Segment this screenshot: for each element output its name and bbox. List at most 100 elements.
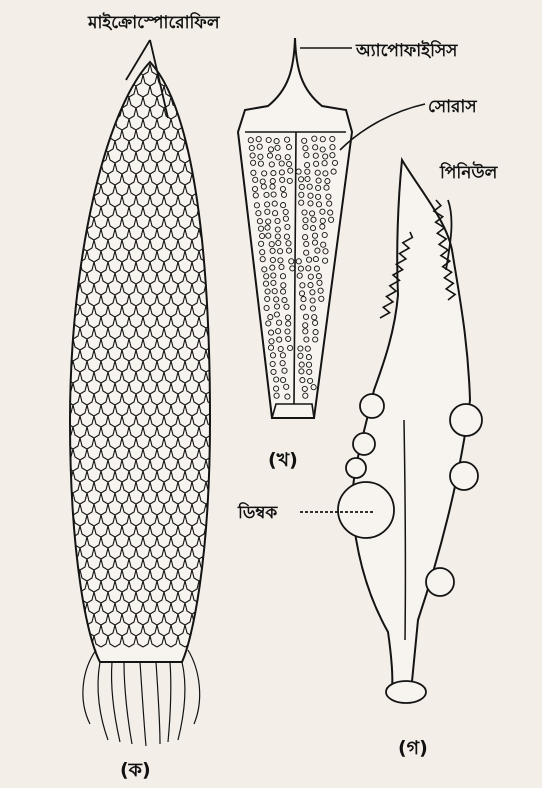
cone-scale [192, 625, 206, 636]
cone-scale [206, 141, 220, 152]
cone-scale [101, 64, 115, 75]
cone-scale [73, 64, 87, 75]
cone-scale [87, 152, 101, 163]
cone-scale [59, 592, 73, 603]
cone-scale [66, 251, 80, 262]
caption-c: (গ) [398, 734, 428, 766]
cone-scale [87, 86, 101, 97]
cone-scale [199, 614, 213, 625]
cone-scale [206, 537, 220, 548]
cone-scale [59, 548, 73, 559]
cone-scale [80, 75, 94, 86]
ovule [450, 462, 478, 490]
cone-scale [206, 515, 220, 526]
cone-scale [192, 163, 206, 174]
cone-scale [59, 240, 73, 251]
cone-scale [206, 229, 220, 240]
cone-scale [73, 218, 87, 229]
cone-scale [59, 196, 73, 207]
cone-scale [199, 108, 213, 119]
cone-scale [66, 207, 80, 218]
bract [98, 662, 108, 740]
caption-b: (খ) [268, 446, 298, 478]
cone-scale [59, 218, 73, 229]
ovule-large [338, 482, 394, 538]
cone-scale [66, 603, 80, 614]
cone-scale [80, 163, 94, 174]
cone-scale [73, 86, 87, 97]
cone-scale [73, 152, 87, 163]
cone-scale [185, 130, 199, 141]
sorus-pointer [340, 104, 425, 150]
cone-scale [66, 97, 80, 108]
cone-scale [206, 251, 220, 262]
cone-scale [59, 504, 73, 515]
cone-scale [199, 130, 213, 141]
cone-scale [80, 119, 94, 130]
label-ovule: ডিম্বক [238, 500, 277, 528]
cone-scale [59, 284, 73, 295]
cone-scale [199, 196, 213, 207]
cone-scale [59, 152, 73, 163]
cone-scale [101, 86, 115, 97]
cone-scale [80, 185, 94, 196]
cone-scale [59, 130, 73, 141]
cone-scale [73, 636, 87, 647]
cone-scale [199, 174, 213, 185]
bract [140, 662, 146, 746]
cone-scale [206, 185, 220, 196]
cone-scale [206, 207, 220, 218]
cone-scale [59, 64, 73, 75]
cone-scale [108, 75, 122, 86]
cone-scale [66, 119, 80, 130]
cone-scale [80, 97, 94, 108]
cone-scale [199, 592, 213, 603]
cone-scale [59, 614, 73, 625]
cone-scale [59, 174, 73, 185]
cone-scale [66, 75, 80, 86]
cone-scale [66, 185, 80, 196]
caption-a: (ক) [120, 756, 151, 788]
male-cone [59, 62, 220, 746]
cone-scale [171, 64, 185, 75]
cone-scale [66, 581, 80, 592]
cone-scale [206, 273, 220, 284]
cone-scale [206, 75, 220, 86]
cone-scale [199, 152, 213, 163]
bract [83, 650, 96, 724]
cone-scale [206, 295, 220, 306]
label-microsporophyll: মাইক্রোস্পোরোফিল [88, 10, 220, 38]
cone-scale [206, 581, 220, 592]
cone-scale [206, 163, 220, 174]
cone-scale [192, 119, 206, 130]
megasporophyll-blade [352, 160, 470, 702]
cone-scale [66, 163, 80, 174]
megasporophyll-base [386, 681, 426, 703]
cone-scale [87, 130, 101, 141]
cone-scale [115, 64, 129, 75]
ovule [450, 404, 482, 436]
cone-scale [73, 108, 87, 119]
label-sorus: সোরাস [428, 94, 477, 122]
cone-scale [171, 86, 185, 97]
bract [156, 662, 160, 744]
cone-scale [73, 174, 87, 185]
cone-scale [87, 108, 101, 119]
cone-scale [206, 603, 220, 614]
cone-scale [73, 130, 87, 141]
cone-scale [206, 559, 220, 570]
cone-scale [59, 262, 73, 273]
ovule [360, 394, 384, 418]
cone-scale [206, 625, 220, 636]
cone-scale [185, 108, 199, 119]
cone-outline [70, 62, 210, 662]
cone-scale [66, 141, 80, 152]
cone-scale [101, 108, 115, 119]
cone-scale [94, 119, 108, 130]
cone-scale [59, 306, 73, 317]
cone-scale [206, 97, 220, 108]
cone-scale [108, 97, 122, 108]
cone-scale [199, 64, 213, 75]
cone-scale [59, 108, 73, 119]
